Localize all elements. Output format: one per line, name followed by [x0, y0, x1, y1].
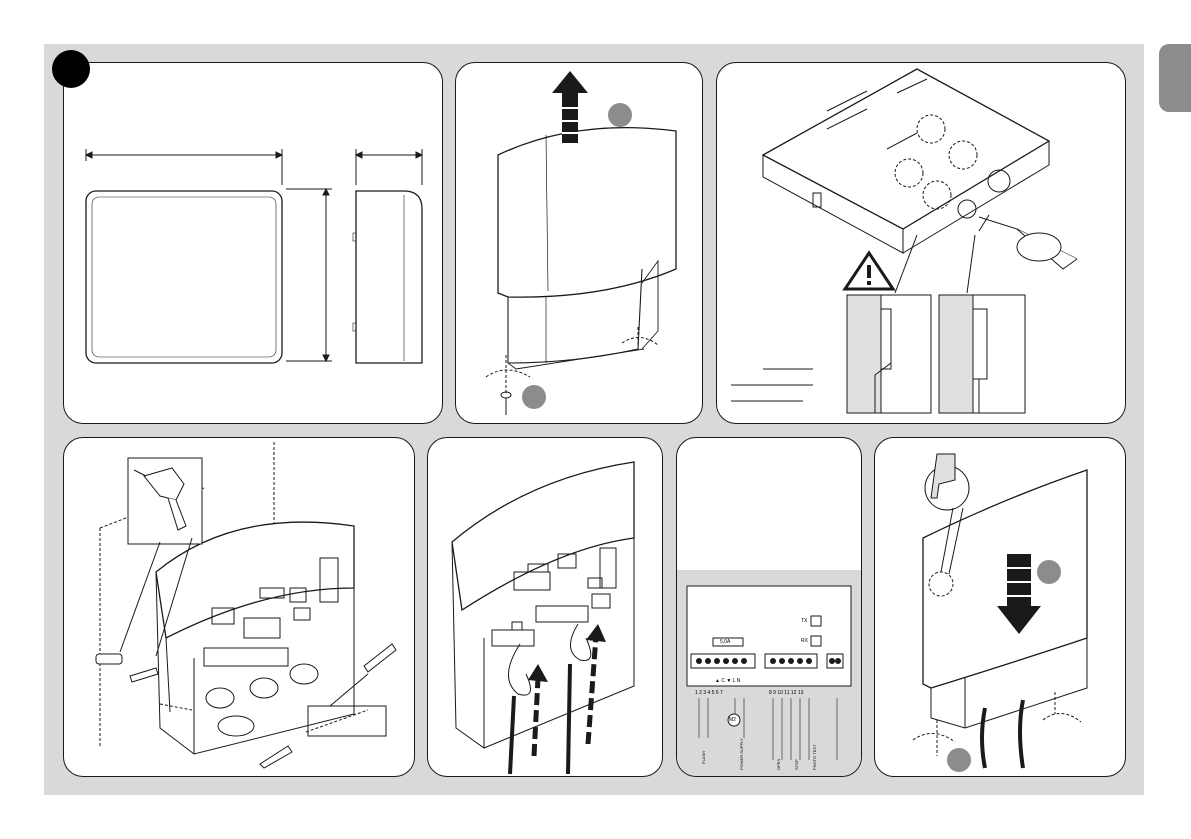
terminal-board-drawing — [677, 438, 861, 776]
motor-label: M2 — [729, 717, 736, 723]
terminal-numbers-group2: 8 9 10 11 12 13 — [769, 690, 803, 696]
rx-label: RX — [801, 638, 808, 644]
panel-cable-entry — [427, 437, 663, 777]
label-flash: FLASH — [701, 751, 706, 764]
cable-entry-drawing — [428, 438, 662, 776]
wall-plug-icon — [96, 654, 122, 664]
knockouts-drawing — [717, 63, 1125, 423]
remove-cover-drawing — [456, 63, 702, 423]
refit-cover-drawing — [875, 438, 1125, 776]
wall-fixing-drawing — [64, 438, 414, 776]
panel-refit-cover — [874, 437, 1126, 777]
panel-terminal-board: 5,0A TX RX M2 1 2 3 4 5 6 7 8 9 10 11 12… — [676, 437, 862, 777]
label-stop: STOP — [794, 759, 799, 770]
dimensions-drawing — [64, 63, 442, 423]
warning-triangle-icon — [845, 253, 893, 289]
panel-knockouts — [716, 62, 1126, 424]
label-power-supply: POWER SUPPLY — [739, 738, 744, 770]
label-photo-test: PHOTO TEST — [812, 745, 817, 770]
step-badge — [608, 103, 632, 127]
label-open: OPEN — [776, 759, 781, 770]
terminal-numbers-group1: 1 2 3 4 5 6 7 — [695, 690, 723, 696]
arrow-up-icon — [534, 636, 596, 756]
step-badge — [522, 385, 546, 409]
language-tab — [1159, 44, 1191, 112]
terminal-letters-group1: ▲ C ▼ L N — [715, 678, 740, 684]
fuse-label: 5,0A — [720, 639, 730, 645]
panel-wall-fixing — [63, 437, 415, 777]
section-marker-dot — [52, 50, 90, 88]
panel-remove-cover — [455, 62, 703, 424]
screw-icon — [501, 392, 511, 415]
step-badge — [1037, 560, 1061, 584]
tx-label: TX — [801, 618, 807, 624]
step-badge — [947, 748, 971, 772]
panel-dimensions — [63, 62, 443, 424]
